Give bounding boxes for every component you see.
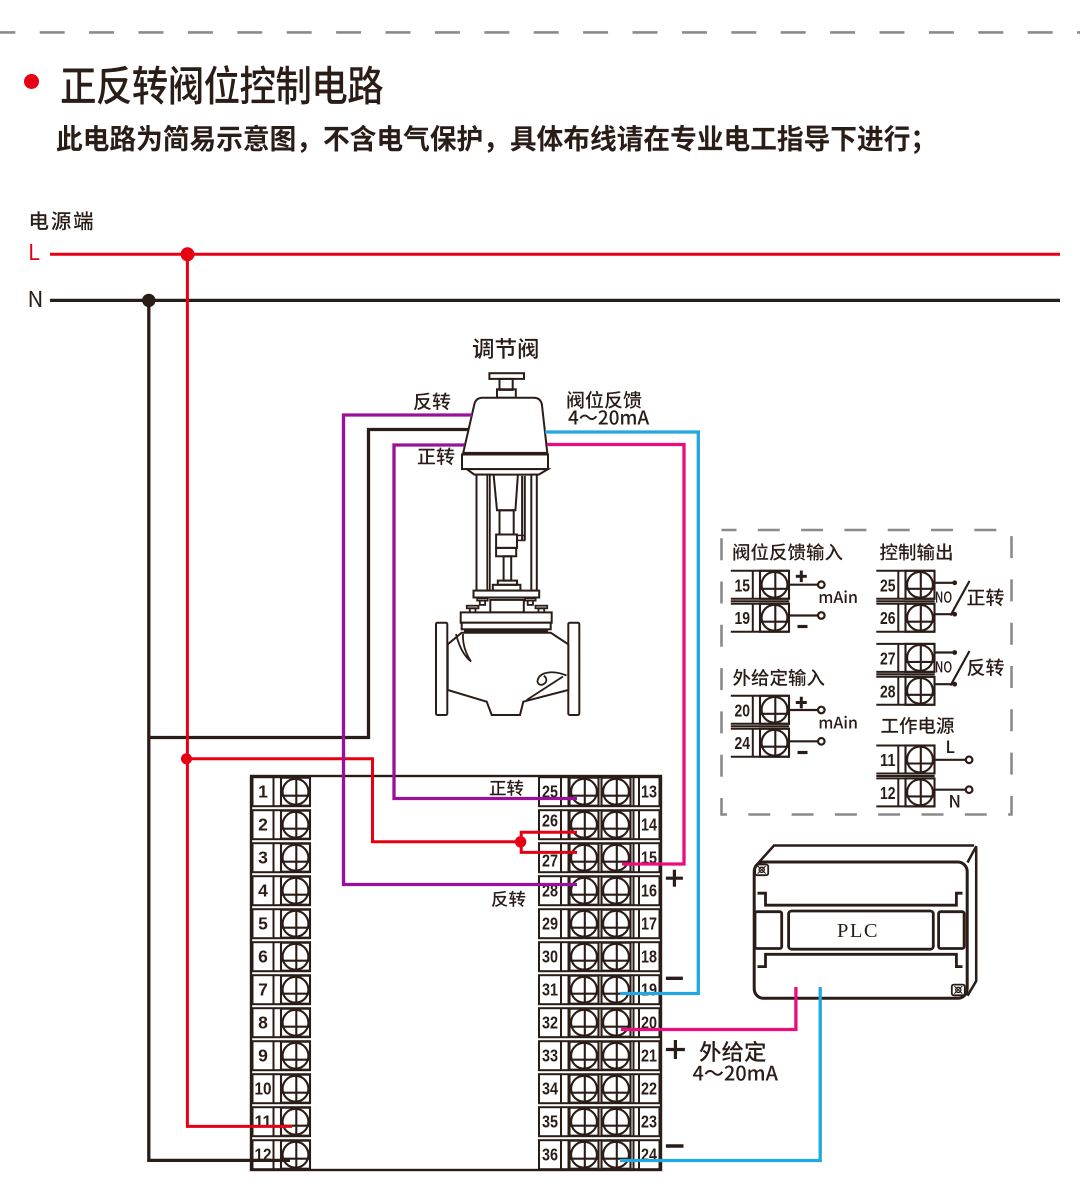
svg-text:13: 13 (641, 782, 657, 802)
svg-text:28: 28 (880, 681, 896, 701)
svg-text:19: 19 (735, 608, 751, 628)
svg-text:11: 11 (880, 750, 896, 770)
svg-text:25: 25 (880, 575, 896, 595)
svg-text:15: 15 (735, 575, 751, 595)
svg-text:12: 12 (880, 783, 896, 803)
svg-text:11: 11 (255, 1112, 272, 1132)
svg-text:31: 31 (542, 980, 558, 1000)
svg-text:33: 33 (542, 1046, 558, 1066)
svg-text:23: 23 (641, 1112, 657, 1132)
svg-text:34: 34 (542, 1079, 558, 1099)
svg-text:1: 1 (258, 782, 268, 802)
svg-text:5: 5 (258, 914, 268, 934)
svg-text:27: 27 (880, 648, 896, 668)
svg-text:24: 24 (735, 733, 751, 753)
svg-text:21: 21 (641, 1046, 657, 1066)
svg-text:9: 9 (258, 1046, 268, 1066)
svg-text:32: 32 (542, 1013, 558, 1033)
svg-text:27: 27 (542, 851, 558, 871)
svg-text:7: 7 (258, 980, 268, 1000)
svg-text:26: 26 (542, 811, 558, 831)
svg-text:29: 29 (542, 914, 558, 934)
svg-text:14: 14 (641, 815, 657, 835)
svg-text:26: 26 (880, 608, 896, 628)
svg-text:35: 35 (542, 1112, 558, 1132)
svg-text:22: 22 (641, 1079, 657, 1099)
svg-text:20: 20 (641, 1013, 657, 1033)
svg-text:17: 17 (641, 914, 657, 934)
svg-text:36: 36 (542, 1145, 558, 1165)
svg-text:25: 25 (542, 782, 558, 802)
svg-text:6: 6 (258, 947, 268, 967)
svg-text:10: 10 (255, 1079, 272, 1099)
svg-text:20: 20 (735, 700, 751, 720)
svg-text:2: 2 (258, 815, 268, 835)
svg-text:8: 8 (258, 1013, 268, 1033)
svg-text:4: 4 (258, 881, 268, 901)
svg-text:18: 18 (641, 947, 657, 967)
svg-text:30: 30 (542, 947, 558, 967)
svg-text:16: 16 (641, 881, 657, 901)
svg-text:PLC: PLC (837, 920, 879, 942)
svg-text:3: 3 (258, 848, 268, 868)
svg-text:19: 19 (641, 980, 657, 1000)
